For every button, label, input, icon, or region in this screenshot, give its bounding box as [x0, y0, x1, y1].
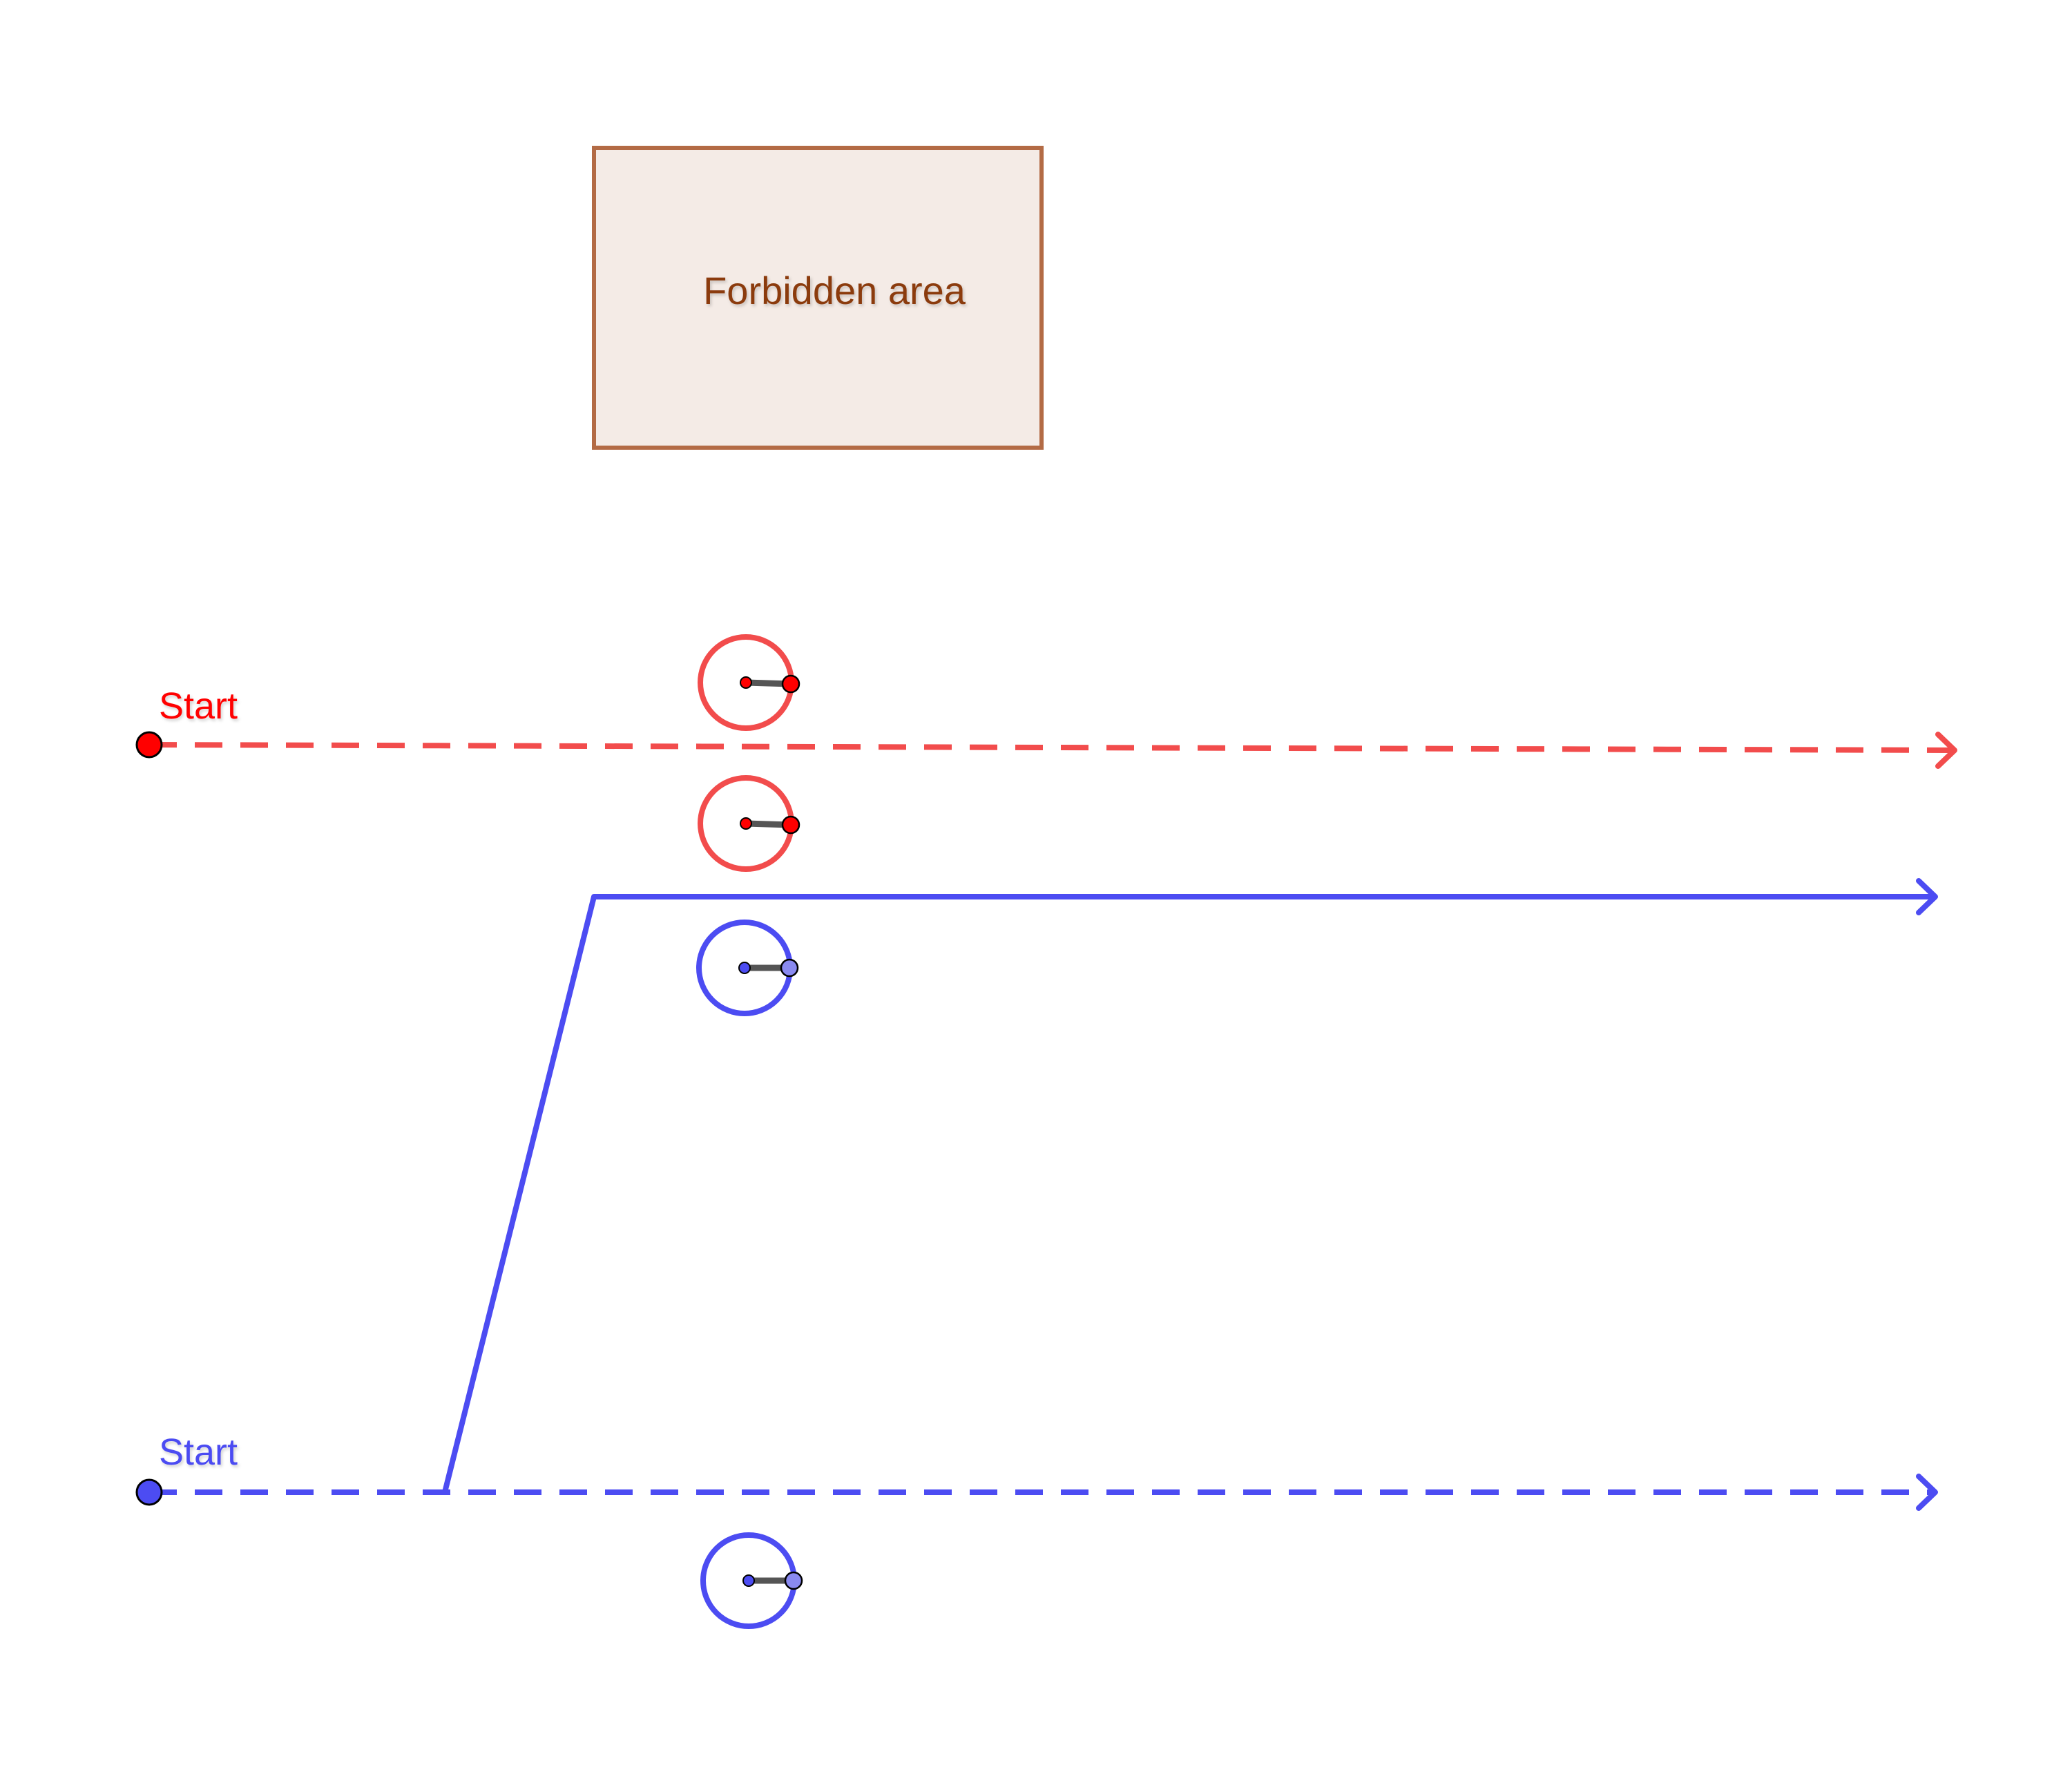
- blue-path-solid: [442, 878, 1938, 1493]
- red-handle-point[interactable]: [781, 674, 800, 694]
- blue-center-point[interactable]: [738, 962, 751, 974]
- blue-handle-point[interactable]: [780, 958, 799, 978]
- blue-slider-upper[interactable]: [696, 920, 799, 1016]
- red-handle-point[interactable]: [781, 815, 800, 835]
- forbidden-area-label: Forbidden area: [703, 269, 966, 312]
- forbidden-area-rect: [592, 146, 1044, 450]
- blue-arrow-head: [1916, 1474, 1938, 1511]
- blue-solid-arrow-line: [442, 894, 1935, 1493]
- blue-slider-lower[interactable]: [700, 1532, 803, 1629]
- red-slider-upper[interactable]: [698, 634, 800, 731]
- red-dashed-arrow-line: [148, 742, 1954, 753]
- red-slider-lower[interactable]: [698, 775, 800, 872]
- blue-start-label: Start: [159, 1431, 238, 1473]
- red-start-point[interactable]: [135, 731, 163, 759]
- red-start-label: Start: [159, 685, 238, 727]
- red-center-point[interactable]: [740, 817, 752, 830]
- red-center-point[interactable]: [740, 676, 752, 689]
- forbidden-area: Forbidden area: [592, 146, 1044, 450]
- blue-arrow-head: [1916, 878, 1938, 915]
- blue-handle-point[interactable]: [784, 1571, 803, 1590]
- blue-path-dashed: Start: [135, 1431, 1938, 1511]
- blue-center-point[interactable]: [742, 1574, 755, 1587]
- red-path: Start: [135, 685, 1957, 769]
- red-arrow-head: [1935, 732, 1957, 769]
- blue-start-point[interactable]: [135, 1478, 163, 1506]
